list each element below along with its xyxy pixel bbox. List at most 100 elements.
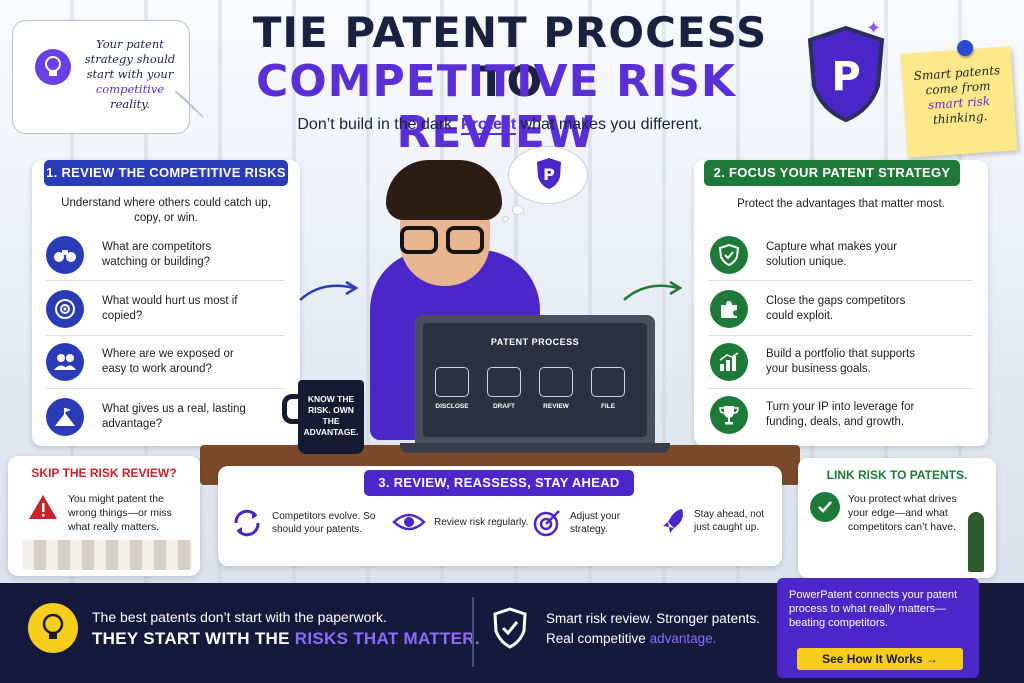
divider (708, 335, 974, 336)
bottom-left-line-2: THEY START WITH THE RISKS THAT MATTER. (92, 629, 480, 649)
section-1-intro: Understand where others could catch up, … (32, 196, 300, 226)
target-icon (46, 290, 84, 328)
link-risk-box: LINK RISK TO PATENTS. You protect what d… (798, 458, 996, 578)
thought-dot (502, 216, 509, 222)
speech-line-2: reality. (110, 97, 150, 111)
binoculars-icon (46, 236, 84, 274)
laptop-title: PATENT PROCESS (423, 337, 647, 347)
section-3-item-text: Adjust your strategy. (570, 510, 660, 536)
step-box (487, 367, 521, 397)
section-2-item-text: Build a portfolio that supports your bus… (766, 347, 936, 377)
bottom-mid-line-1: Smart risk review. Stronger patents. (546, 611, 760, 626)
divider (708, 388, 974, 389)
section-3-item: Review risk regularly. (392, 510, 530, 534)
thought-bubble: P (508, 146, 588, 204)
divider (46, 388, 286, 389)
bottom-left-line-2-accent: RISKS THAT MATTER. (295, 629, 480, 648)
section-2-item: Capture what makes your solution unique. (710, 236, 926, 274)
push-pin-icon (957, 40, 973, 56)
step-box (539, 367, 573, 397)
laptop-base (400, 443, 670, 453)
section-3-item-text: Competitors evolve. So should your paten… (272, 510, 382, 536)
speech-bubble: Your patent strategy should start with y… (12, 20, 190, 134)
step-box (591, 367, 625, 397)
section-2-intro: Protect the advantages that matter most. (694, 198, 988, 210)
divider (708, 280, 974, 281)
sticky-note: Smart patents come from smart risk think… (901, 46, 1018, 157)
svg-text:P: P (831, 54, 860, 100)
lightbulb-icon (28, 603, 78, 653)
eye-icon (392, 510, 426, 534)
step-label: DISCLOSE (430, 403, 474, 410)
section-1-item-text: What gives us a real, lasting advantage? (102, 402, 252, 432)
link-box-title: LINK RISK TO PATENTS. (798, 468, 996, 482)
glasses-left (400, 226, 438, 254)
bottom-mid-line-2: Real competitive advantage. (546, 631, 716, 646)
bottom-mid-line-2-accent: advantage. (650, 631, 717, 646)
svg-text:P: P (543, 165, 555, 184)
section-2-item: Turn your IP into leverage for funding, … (710, 396, 946, 434)
speech-accent: competitive (96, 82, 164, 96)
chessboard-image (22, 540, 192, 570)
section-1-item-text: Where are we exposed or easy to work aro… (102, 347, 252, 377)
laptop-screen: PATENT PROCESS DISCLOSE DRAFT REVIEW FIL… (423, 323, 647, 437)
section-2-item-text: Turn your IP into leverage for funding, … (766, 400, 946, 430)
see-how-it-works-button[interactable]: See How It Works → (797, 648, 963, 670)
link-box-text: You protect what drives your edge—and wh… (848, 492, 968, 534)
section-3-item: Adjust your strategy. (532, 508, 660, 538)
refresh-icon (230, 506, 264, 540)
coffee-mug: KNOW THE RISK. OWN THE ADVANTAGE. (298, 380, 364, 454)
skip-risk-box: SKIP THE RISK REVIEW? You might patent t… (8, 456, 200, 576)
growth-chart-icon (710, 343, 748, 381)
step-label: REVIEW (534, 403, 578, 410)
step-label: FILE (586, 403, 630, 410)
section-2-item: Close the gaps competitors could exploit… (710, 290, 926, 328)
sticky-line-2: thinking. (932, 109, 987, 127)
section-1-item: What would hurt us most if copied? (46, 290, 252, 328)
section-1-item: Where are we exposed or easy to work aro… (46, 343, 252, 381)
trophy-icon (710, 396, 748, 434)
divider (472, 597, 474, 667)
section-2-item-text: Close the gaps competitors could exploit… (766, 294, 926, 324)
shield-check-icon (710, 236, 748, 274)
section-1-item-text: What would hurt us most if copied? (102, 294, 252, 324)
section-3-item-text: Review risk regularly. (434, 516, 530, 529)
check-circle-icon (810, 492, 840, 522)
hair (386, 160, 502, 220)
glasses-right (446, 226, 484, 254)
bottom-left-line-1: The best patents don’t start with the pa… (92, 609, 387, 625)
step-label: DRAFT (482, 403, 526, 410)
thought-dot (512, 205, 524, 215)
divider (46, 280, 286, 281)
section-2-item: Build a portfolio that supports your bus… (710, 343, 936, 381)
sparkle-icon: ✦ (866, 18, 881, 39)
section-2-item-text: Capture what makes your solution unique. (766, 240, 926, 270)
section-1-item-text: What are competitors watching or buildin… (102, 240, 252, 270)
bubble-tail (175, 91, 205, 121)
divider (46, 335, 286, 336)
bottom-left-line-2-pre: THEY START WITH THE (92, 629, 290, 648)
target-arrow-icon (532, 508, 562, 538)
section-2-tab: 2. FOCUS YOUR PATENT STRATEGY (704, 160, 960, 186)
arrow-right-icon (296, 276, 362, 306)
section-1-item: What are competitors watching or buildin… (46, 236, 252, 274)
mug-handle (282, 394, 302, 424)
section-3-item-text: Stay ahead, not just caught up. (694, 508, 780, 534)
section-3-item: Stay ahead, not just caught up. (660, 506, 780, 536)
speech-line-1: Your patent strategy should start with y… (85, 37, 176, 81)
warning-icon (28, 494, 58, 525)
subtitle-pre: Don’t build in the dark. (297, 116, 456, 133)
bottom-mid-line-2-pre: Real competitive (546, 631, 646, 646)
arrow-right-icon (620, 276, 686, 306)
step-box (435, 367, 469, 397)
section-1-item: What gives us a real, lasting advantage? (46, 398, 252, 436)
section-3-item: Competitors evolve. So should your paten… (230, 506, 382, 540)
speech-bubble-text: Your patent strategy should start with y… (75, 37, 185, 112)
subtitle-post: what makes you different. (521, 116, 703, 133)
title-line-2: COMPETITIVE RISK REVIEW (196, 56, 796, 158)
shield-check-icon (492, 607, 528, 654)
chess-king-icon (968, 512, 984, 572)
section-1-tab: 1. REVIEW THE COMPETITIVE RISKS (44, 160, 288, 186)
people-icon (46, 343, 84, 381)
